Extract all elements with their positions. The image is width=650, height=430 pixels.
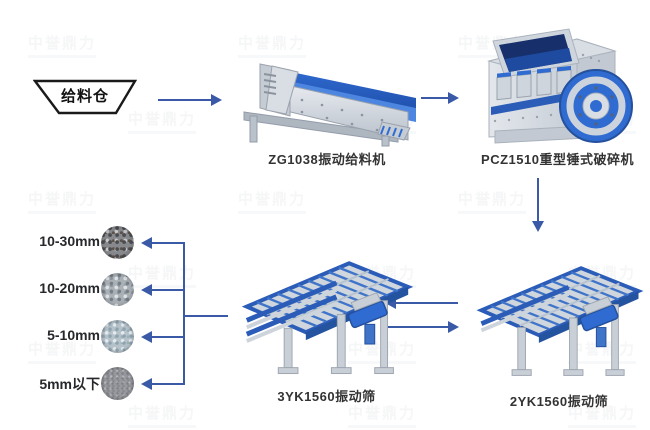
screen-2yk-illustration (476, 266, 644, 376)
watermark: 中誉鼎力 (28, 32, 96, 58)
arrow-crusher-to-screen2 (532, 178, 544, 232)
product-label-10-30mm: 10-30mm (39, 233, 100, 249)
arrow-head-icon (141, 378, 152, 390)
screen-2yk-image (468, 247, 650, 392)
connector-screen3-to-manifold (184, 315, 228, 317)
arrow-head-icon (141, 237, 152, 249)
arrow-head-icon (448, 92, 459, 104)
watermark: 中誉鼎力 (128, 402, 196, 428)
crusher-image (465, 25, 645, 153)
feed-bin-node: 给料仓 (32, 79, 138, 115)
product-sample-5mm-under (101, 367, 134, 400)
product-sample-10-30mm (101, 226, 134, 259)
product-sample-5-10mm (101, 320, 134, 353)
arrow-screen2-to-screen3 (385, 297, 458, 309)
screen-3yk-illustration (241, 261, 414, 375)
arrow-bin-to-feeder (158, 94, 222, 106)
screen-2yk-label: 2YK1560振动筛 (509, 394, 609, 409)
product-sample-10-20mm (101, 273, 134, 306)
watermark: 中誉鼎力 (458, 188, 526, 214)
crusher-illustration (487, 28, 633, 144)
screen-3yk-image (233, 242, 420, 390)
watermark: 中誉鼎力 (28, 188, 96, 214)
arrow-screen3-to-screen2 (385, 321, 459, 333)
product-label-10-20mm: 10-20mm (39, 280, 100, 296)
arrow-head-icon (448, 321, 459, 333)
watermark: 中誉鼎力 (238, 188, 306, 214)
arrow-head-icon (211, 94, 222, 106)
feeder-illustration (243, 63, 416, 147)
feeder-label: ZG1038振动给料机 (268, 152, 386, 167)
arrow-head-icon (141, 284, 152, 296)
arrow-head-icon (385, 297, 396, 309)
product-manifold-line (183, 242, 185, 385)
product-label-5-10mm: 5-10mm (47, 327, 100, 343)
watermark: 中誉鼎力 (348, 402, 416, 428)
screen-3yk-label: 3YK1560振动筛 (277, 389, 376, 404)
feeder-image (232, 50, 422, 153)
watermark: 中誉鼎力 (128, 108, 196, 134)
arrow-to-product-5mm-under (141, 378, 184, 390)
arrow-to-product-10-20mm (141, 284, 184, 296)
feed-bin-label: 给料仓 (60, 88, 109, 105)
product-label-5mm-under: 5mm以下 (39, 376, 100, 392)
arrow-feeder-to-crusher (421, 92, 459, 104)
arrow-head-icon (141, 331, 152, 343)
arrow-to-product-10-30mm (141, 237, 184, 249)
feed-bin-shape (32, 79, 138, 115)
arrow-to-product-5-10mm (141, 331, 184, 343)
crusher-label: PCZ1510重型锤式破碎机 (481, 152, 634, 167)
arrow-head-icon (532, 221, 544, 232)
